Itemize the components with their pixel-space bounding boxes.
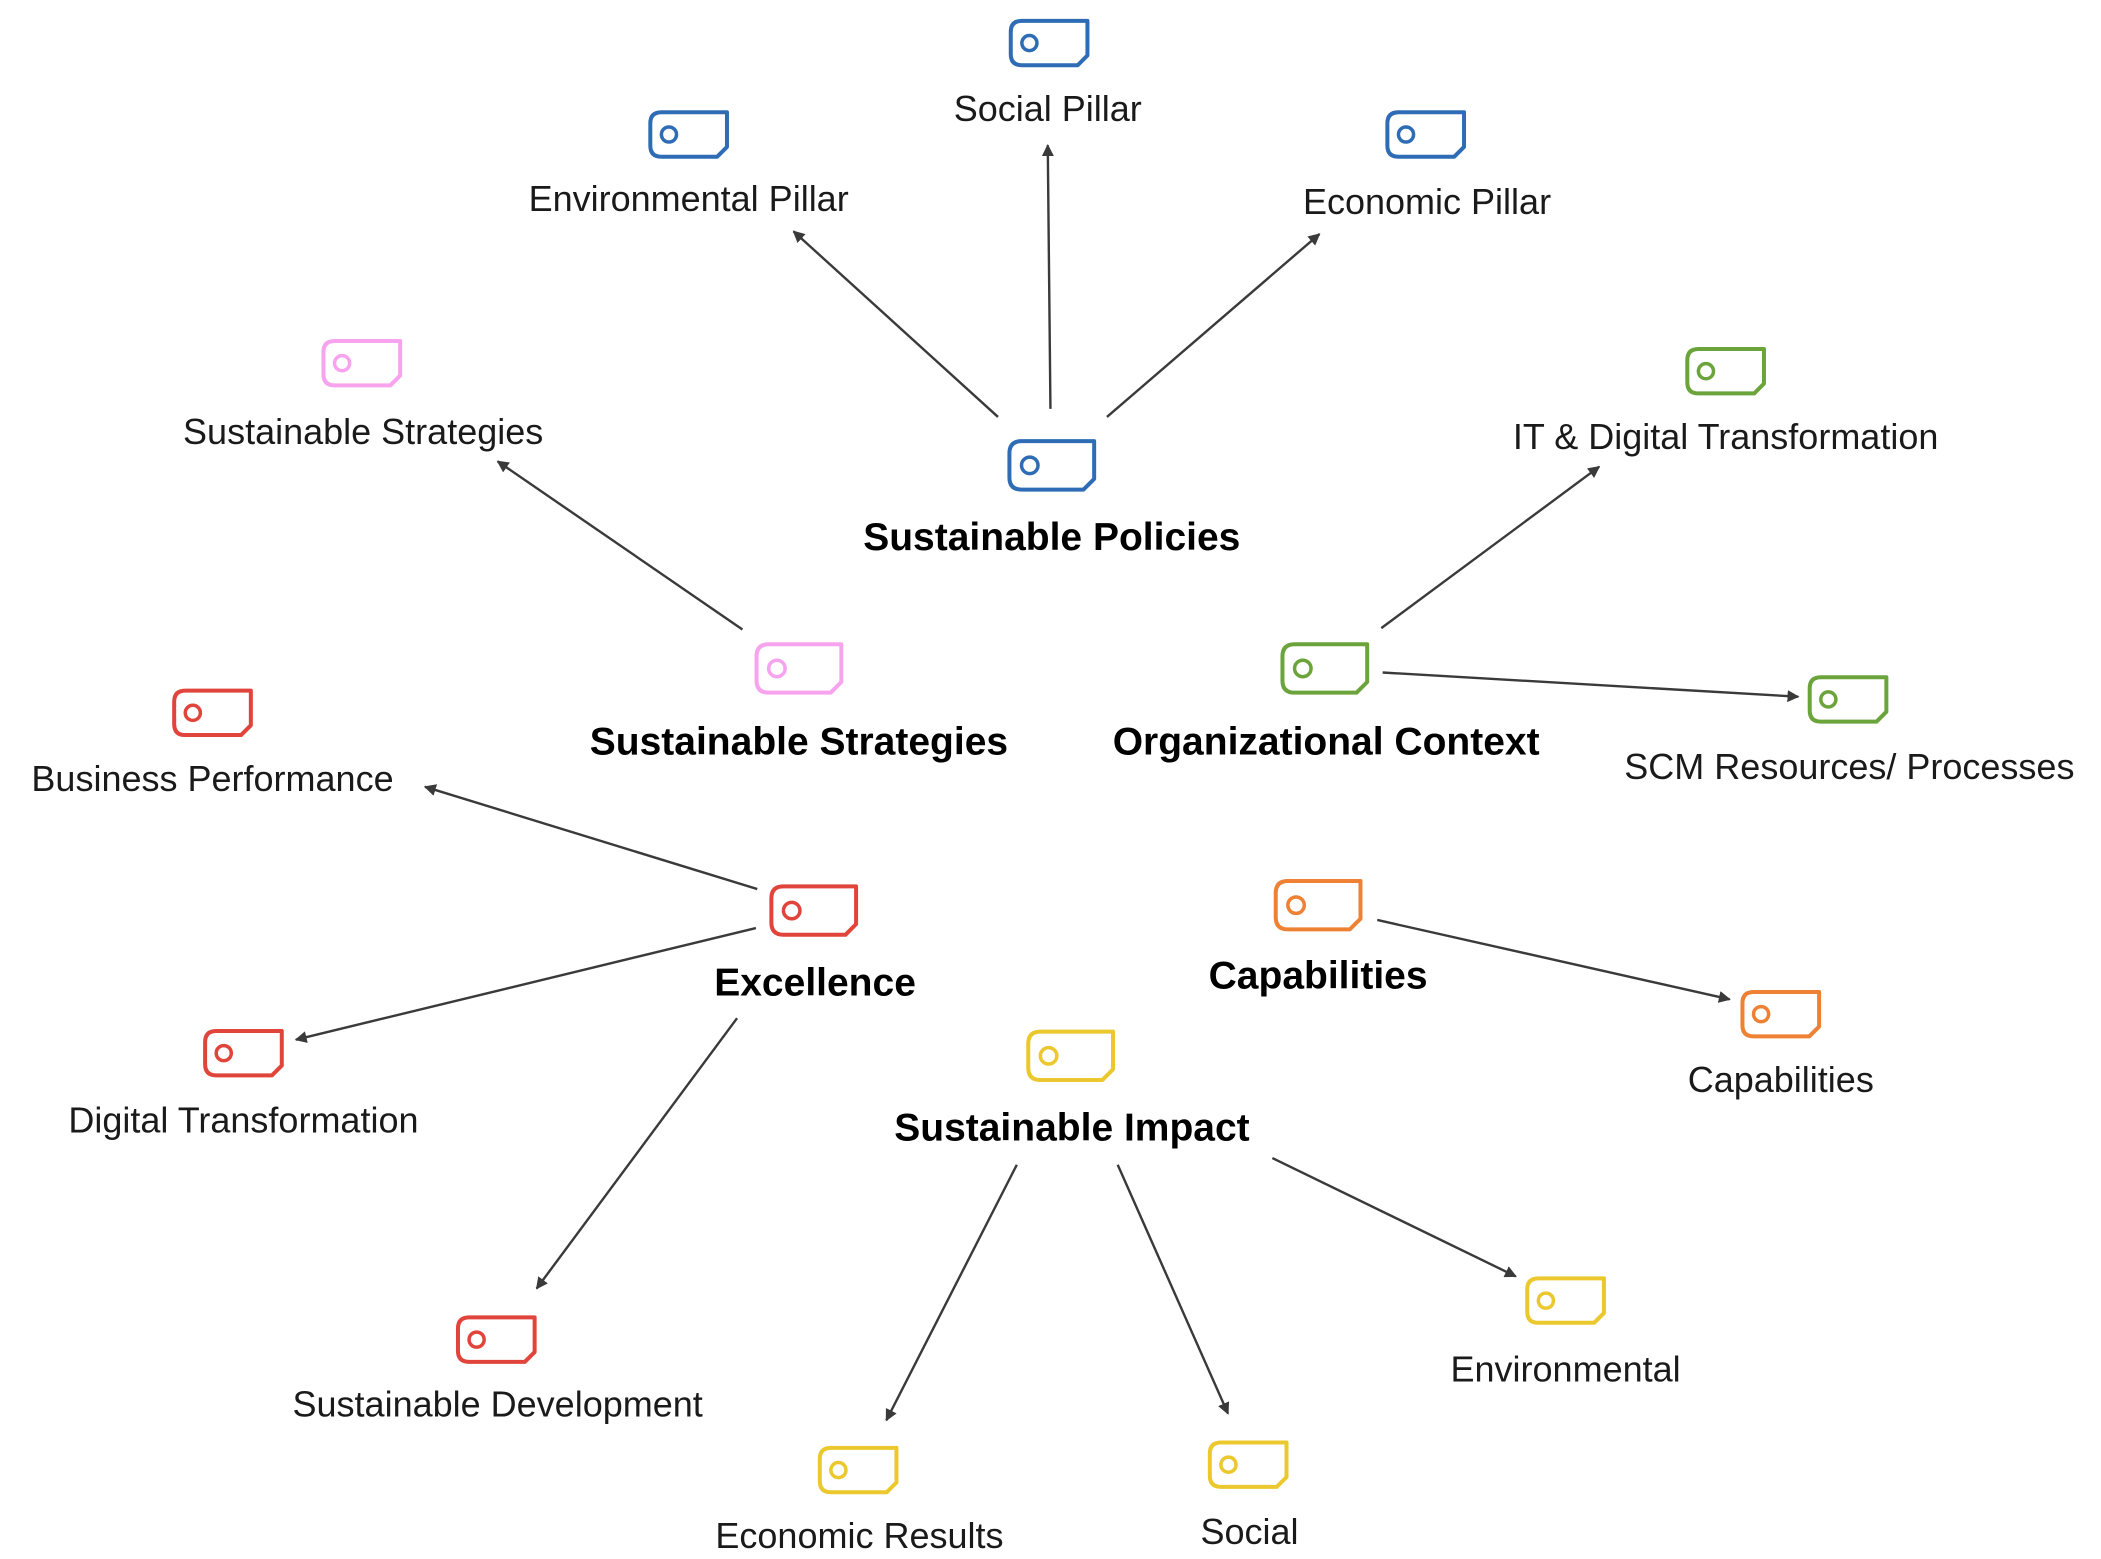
tag-icon bbox=[1026, 1029, 1115, 1083]
child-label-impact-2: Economic Results bbox=[715, 1515, 1003, 1556]
edge-policies-2 bbox=[1106, 233, 1321, 418]
hub-node-capabilities[interactable]: Capabilities bbox=[1209, 878, 1428, 998]
hub-node-strategies[interactable]: Sustainable Strategies bbox=[590, 642, 1008, 764]
child-label-strategies-0: Sustainable Strategies bbox=[183, 411, 543, 452]
tag-icon bbox=[648, 110, 729, 159]
edge-impact-2 bbox=[885, 1164, 1018, 1422]
hub-node-context[interactable]: Organizational Context bbox=[1113, 642, 1540, 764]
hub-node-policies[interactable]: Sustainable Policies bbox=[863, 439, 1240, 559]
edge-context-0 bbox=[1380, 465, 1601, 630]
child-label-excellence-1: Digital Transformation bbox=[68, 1099, 418, 1140]
tag-icon bbox=[455, 1315, 537, 1364]
hub-label-strategies: Sustainable Strategies bbox=[590, 721, 1008, 764]
tag-icon bbox=[1525, 1276, 1606, 1325]
tag-icon bbox=[1280, 642, 1370, 695]
child-node-policies-1[interactable]: Social Pillar bbox=[954, 18, 1142, 129]
hub-label-excellence: Excellence bbox=[714, 961, 916, 1004]
tag-icon bbox=[1807, 675, 1889, 724]
edge-excellence-2 bbox=[535, 1017, 739, 1290]
edge-excellence-0 bbox=[423, 784, 758, 891]
tag-icon bbox=[754, 642, 844, 695]
child-label-impact-0: Environmental bbox=[1451, 1348, 1681, 1389]
child-node-impact-0[interactable]: Environmental bbox=[1451, 1276, 1681, 1389]
edge-impact-0 bbox=[1271, 1156, 1517, 1278]
edge-strategies-0 bbox=[496, 460, 744, 631]
child-node-strategies-0[interactable]: Sustainable Strategies bbox=[183, 338, 543, 452]
child-node-excellence-1[interactable]: Digital Transformation bbox=[68, 1028, 419, 1141]
nodes-layer: Sustainable Policies Environmental Pillar… bbox=[31, 18, 2074, 1556]
tag-icon bbox=[769, 884, 859, 937]
child-node-impact-1[interactable]: Social bbox=[1200, 1440, 1299, 1553]
tag-icon bbox=[321, 338, 403, 388]
edges-layer bbox=[294, 144, 1800, 1422]
hub-node-impact[interactable]: Sustainable Impact bbox=[894, 1029, 1250, 1150]
child-label-excellence-0: Business Performance bbox=[31, 758, 393, 799]
hub-label-capabilities: Capabilities bbox=[1209, 955, 1428, 998]
child-node-context-1[interactable]: SCM Resources/ Processes bbox=[1624, 675, 2074, 787]
tag-icon bbox=[1740, 989, 1822, 1039]
child-node-excellence-2[interactable]: Sustainable Development bbox=[293, 1315, 703, 1424]
hub-label-impact: Sustainable Impact bbox=[894, 1107, 1249, 1150]
child-label-capabilities-0: Capabilities bbox=[1688, 1059, 1874, 1100]
tag-icon bbox=[1273, 878, 1363, 932]
tag-icon bbox=[817, 1445, 899, 1495]
edge-policies-1 bbox=[1041, 144, 1054, 409]
edge-impact-1 bbox=[1116, 1164, 1230, 1415]
child-node-policies-2[interactable]: Economic Pillar bbox=[1303, 110, 1551, 222]
child-label-policies-1: Social Pillar bbox=[954, 88, 1142, 129]
tag-icon bbox=[1385, 110, 1467, 159]
hub-node-excellence[interactable]: Excellence bbox=[714, 884, 916, 1004]
child-label-policies-2: Economic Pillar bbox=[1303, 181, 1551, 222]
child-label-impact-1: Social bbox=[1200, 1511, 1298, 1552]
edge-capabilities-0 bbox=[1377, 918, 1731, 1003]
hub-label-policies: Sustainable Policies bbox=[863, 516, 1240, 559]
edge-policies-0 bbox=[792, 230, 999, 418]
child-node-context-0[interactable]: IT & Digital Transformation bbox=[1513, 347, 1939, 457]
tag-icon bbox=[1207, 1440, 1289, 1489]
child-label-policies-0: Environmental Pillar bbox=[529, 178, 849, 219]
child-node-excellence-0[interactable]: Business Performance bbox=[31, 688, 394, 799]
tag-icon bbox=[172, 688, 253, 738]
child-node-capabilities-0[interactable]: Capabilities bbox=[1688, 989, 1874, 1100]
tag-icon bbox=[1007, 439, 1097, 492]
child-label-excellence-2: Sustainable Development bbox=[293, 1383, 703, 1424]
edge-excellence-1 bbox=[294, 926, 757, 1043]
tag-icon bbox=[1008, 18, 1090, 68]
child-node-impact-2[interactable]: Economic Results bbox=[715, 1445, 1004, 1556]
edge-context-1 bbox=[1382, 671, 1800, 703]
child-label-context-1: SCM Resources/ Processes bbox=[1624, 746, 2074, 787]
tag-icon bbox=[1685, 347, 1766, 396]
child-node-policies-0[interactable]: Environmental Pillar bbox=[529, 110, 849, 219]
child-label-context-0: IT & Digital Transformation bbox=[1513, 416, 1939, 457]
hub-label-context: Organizational Context bbox=[1113, 721, 1540, 764]
tag-icon bbox=[203, 1028, 284, 1078]
